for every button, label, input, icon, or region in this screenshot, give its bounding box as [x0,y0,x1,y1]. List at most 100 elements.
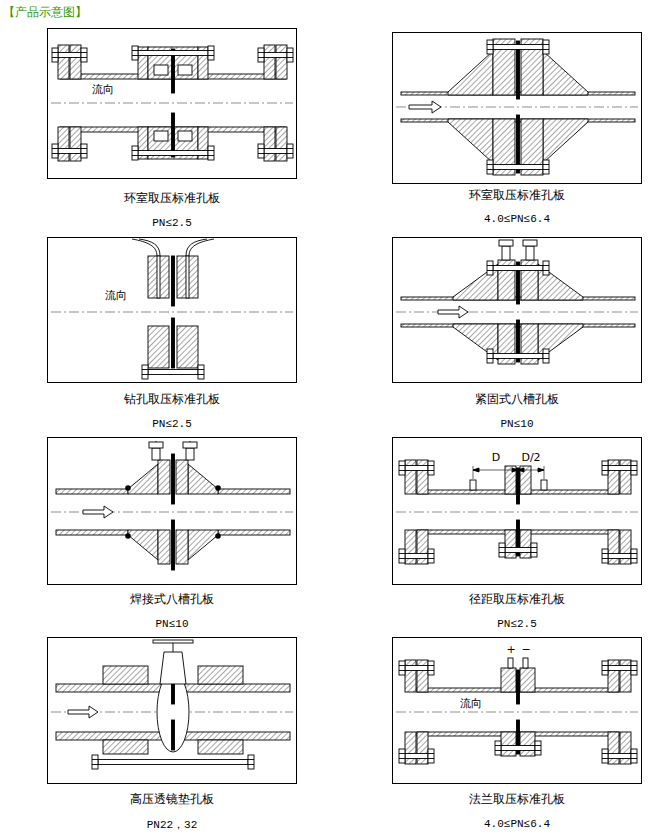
nut-edge [258,52,264,53]
weld-dot [215,533,221,539]
bolt [98,760,248,765]
nut-edge [602,553,608,554]
pressure-tap [541,480,547,490]
bolt [405,666,428,671]
valve-body [160,652,186,684]
hub [543,51,588,95]
nut [495,741,501,755]
nut-edge [428,558,434,559]
nut-edge [81,57,87,58]
nut-edge [428,670,434,671]
pressure-rating: PN22，32 [147,817,198,832]
nut-edge [602,665,608,666]
pressure-rating: PN≤2.5 [152,217,192,229]
nut [631,461,637,475]
impulse-tube [186,239,207,256]
nut-edge [631,753,637,754]
nut [499,240,513,246]
nut-edge [287,148,293,149]
nut [543,261,549,275]
nut-edge [428,470,434,471]
panel-caption: 环室取压标准孔板 [469,187,565,204]
nut-edge [543,358,549,359]
nut-edge [52,148,58,149]
orifice-illustration [48,238,296,382]
nut-edge [428,753,434,754]
holder [148,256,169,298]
bolt [493,45,543,50]
bolt [138,51,208,56]
nut [428,661,434,675]
orifice-illustration [393,438,641,584]
drawing-panel: DD/2径距取压标准孔板PN≤2.5 [392,437,642,585]
nut-edge [602,558,608,559]
threaded-flange [198,740,243,754]
nut-edge [208,55,214,56]
panel-label: 流向 [104,290,128,302]
nut-edge [602,465,608,466]
body [158,530,170,564]
orifice-plate [172,318,175,368]
flange [520,530,531,558]
center-line [396,512,638,513]
impulse-tube [132,239,157,256]
panel-label: 流向 [91,84,115,96]
nut [487,261,493,275]
chamber-cavity [178,65,192,75]
extension-line [473,466,474,479]
panel-caption: 环室取压标准孔板 [124,190,220,207]
tap-fitting [526,246,534,260]
panel-caption: 紧固式八槽孔板 [475,391,559,408]
nut [602,549,608,563]
nut-edge [132,150,138,151]
dimension-arrow [538,468,544,472]
nut [543,349,549,363]
nut [208,46,214,60]
pressure-rating: PN≤2.5 [152,418,192,430]
extension-line [518,465,519,466]
nut [499,543,505,557]
drawing-panel: +−流向法兰取压标准孔板4.0≤PN≤6.4 [392,637,642,784]
pipe-wall [56,489,128,494]
nut [248,755,254,769]
weld-dot [125,533,131,539]
nut-edge [487,353,493,354]
bolt [505,548,531,553]
drawing-panel: 流向环室取压标准孔板PN≤2.5 [47,28,297,179]
panel-label: − [520,644,531,656]
bolt [493,165,543,170]
nut-edge [52,153,58,154]
nut-edge [399,553,405,554]
flange [417,660,428,692]
handwheel [153,640,193,643]
hub [128,464,158,494]
nut-edge [81,153,87,154]
nut [81,144,87,158]
nut-edge [602,758,608,759]
bolt [608,466,631,471]
panel-caption: 焊接式八槽孔板 [130,591,214,608]
pipe-wall [218,489,290,494]
dimension-arrow [473,468,479,472]
hub [448,51,493,95]
impulse-tube [189,239,214,256]
nut-edge [487,270,493,271]
nut-edge [258,153,264,154]
nut [602,749,608,763]
tap-stem [156,441,157,442]
body [176,460,188,494]
nut-edge [631,558,637,559]
nut-edge [142,374,148,375]
panel-label: D [491,452,501,464]
nut [631,749,637,763]
bolt [405,754,428,759]
holder [177,326,198,368]
nut [258,48,264,62]
nut [132,146,138,160]
nut-edge [428,553,434,554]
nut-edge [631,465,637,466]
nut [399,461,405,475]
nut [523,240,537,246]
orifice-plate [172,520,175,570]
nut-edge [631,470,637,471]
